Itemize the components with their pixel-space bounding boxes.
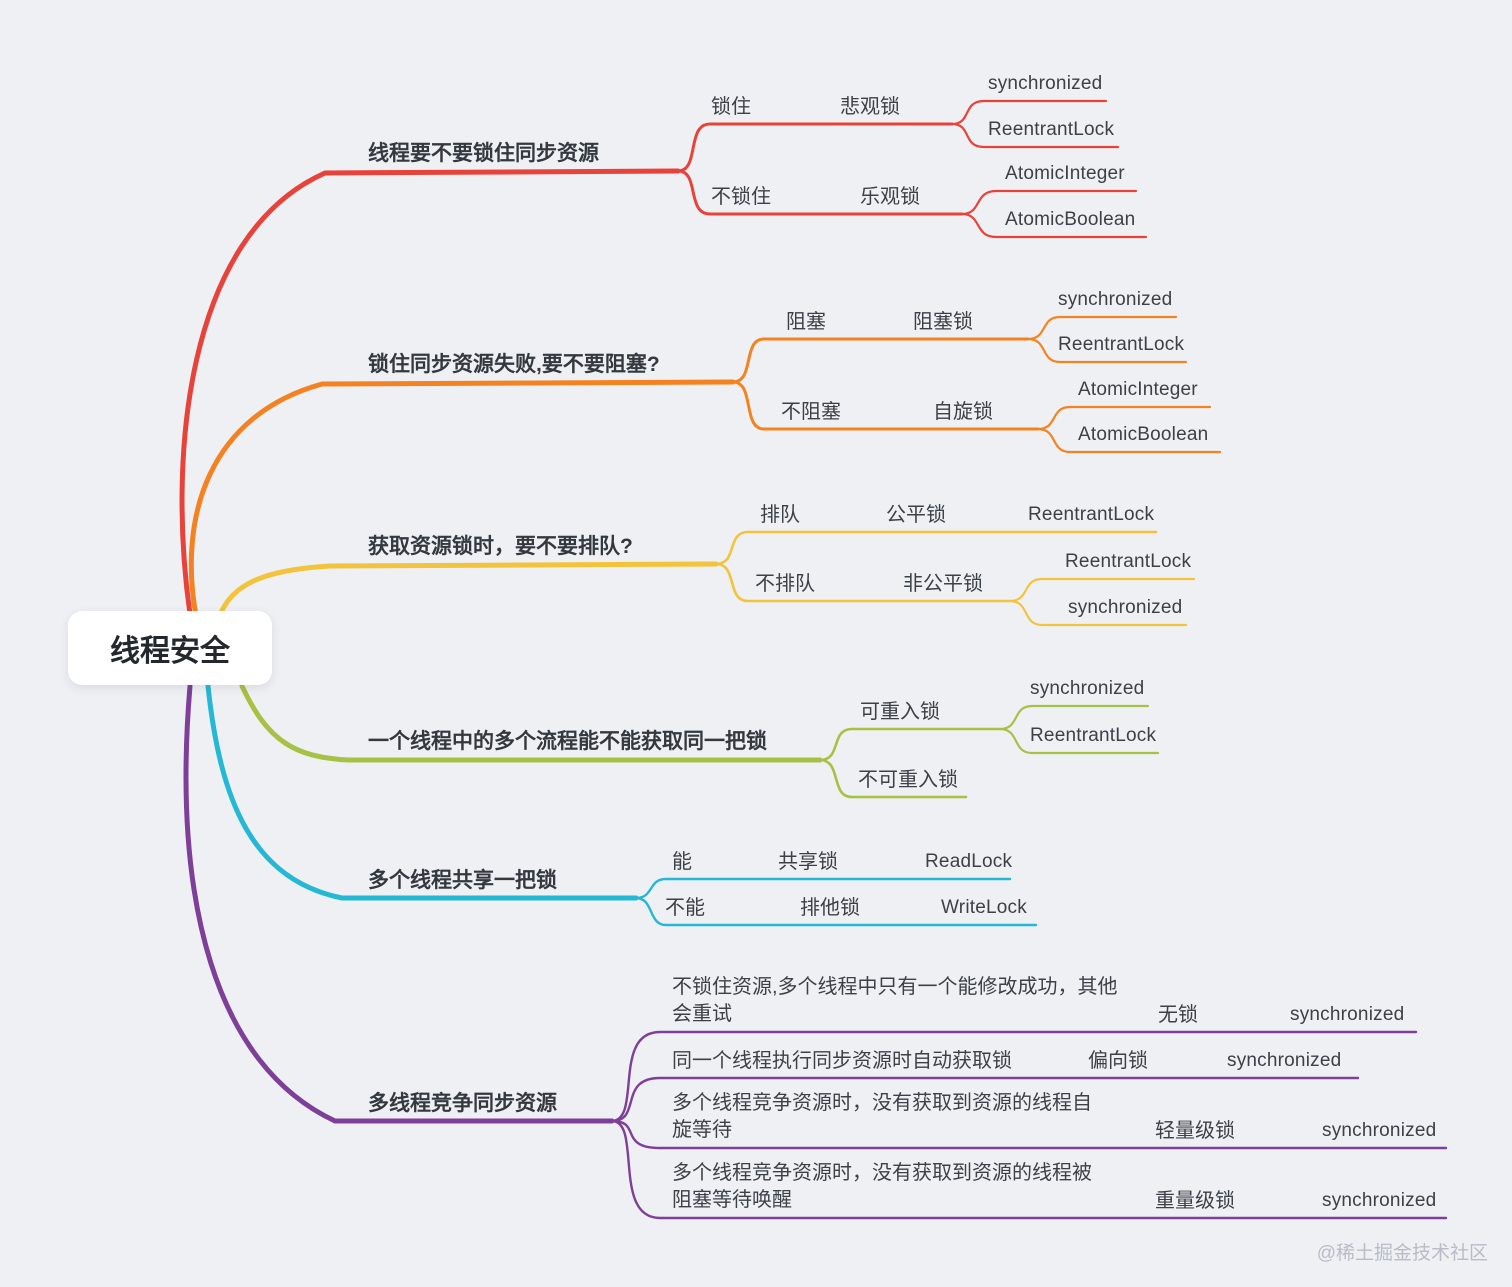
branch4-label[interactable]: 一个线程中的多个流程能不能获取同一把锁 (368, 729, 767, 753)
branch3-reentrant-line (1008, 577, 1196, 603)
branch3-label[interactable]: 获取资源锁时，要不要排队? (368, 534, 633, 558)
branch6-lightweight-sync-label[interactable]: synchronized (1322, 1120, 1437, 1142)
branch2-atomicinteger-label[interactable]: AtomicInteger (1078, 379, 1198, 401)
branch3-fairlock-label[interactable]: 公平锁 (886, 504, 946, 526)
branch4-reentrant-line (998, 727, 1160, 755)
branch2-synchronized-label[interactable]: synchronized (1058, 289, 1173, 311)
branch4-main-line (239, 683, 823, 763)
branch2-reentrant-line (1026, 337, 1188, 364)
branch6-biased-sync-label[interactable]: synchronized (1227, 1050, 1342, 1072)
branch5-readlock-label[interactable]: ReadLock (925, 851, 1013, 873)
branch6-lightweight-label[interactable]: 轻量级锁 (1155, 1120, 1235, 1142)
branch6-lightweight-desc[interactable]: 多个线程竞争资源时，没有获取到资源的线程自旋等待 (672, 1092, 1092, 1142)
branch3-noqueue-line (714, 562, 1012, 603)
branch2-sync-line (1026, 315, 1178, 341)
branch3-reentrantlock2-label[interactable]: ReentrantLock (1065, 551, 1192, 573)
branch1-pessimistic-label[interactable]: 悲观锁 (840, 96, 900, 118)
branch6-biased-label[interactable]: 偏向锁 (1088, 1050, 1148, 1072)
branch3-sync-line (1008, 599, 1188, 627)
root-label: 线程安全 (110, 635, 230, 668)
branch1-nolock-line (676, 169, 964, 216)
branch5-exclusive-line (634, 896, 1038, 927)
branch6-label[interactable]: 多线程竞争同步资源 (368, 1091, 557, 1115)
branch5-can-label[interactable]: 能 (672, 851, 692, 873)
branch3-unfairlock-label[interactable]: 非公平锁 (903, 573, 983, 595)
branch4-reentrantcat-label[interactable]: 可重入锁 (860, 701, 940, 723)
branch2-main-line (188, 379, 736, 619)
branch4-sync-line (998, 704, 1150, 731)
branch3-synchronized-label[interactable]: synchronized (1068, 597, 1183, 619)
branch6-lightweight-line (610, 1119, 1448, 1150)
branch2-block-label[interactable]: 阻塞 (786, 311, 826, 333)
branch2-blocklock-label[interactable]: 阻塞锁 (913, 311, 973, 333)
branch1-optimistic-label[interactable]: 乐观锁 (860, 186, 920, 208)
watermark: @稀土掘金技术社区 (1316, 1243, 1488, 1264)
branch1-main-line (179, 168, 681, 617)
branch3-queue-line (714, 530, 1158, 566)
branch3-main-line (217, 561, 719, 618)
branch5-writelock-label[interactable]: WriteLock (941, 897, 1027, 919)
branch6-nolock-sync-label[interactable]: synchronized (1290, 1004, 1405, 1026)
root-node[interactable]: 线程安全 (68, 611, 272, 685)
branch2-label[interactable]: 锁住同步资源失败,要不要阻塞? (368, 352, 660, 376)
branch4-reentrantcat-line (818, 727, 1002, 762)
branch4-synchronized-label[interactable]: synchronized (1030, 678, 1145, 700)
branch1-atomicint-line (960, 189, 1138, 216)
branch4-nonreentrant-label[interactable]: 不可重入锁 (858, 769, 958, 791)
branch1-lock-label[interactable]: 锁住 (711, 96, 751, 118)
branch1-atomicinteger-label[interactable]: AtomicInteger (1005, 163, 1125, 185)
branch6-main-line (183, 683, 615, 1124)
branch6-biased-line (610, 1076, 1360, 1123)
branch1-label[interactable]: 线程要不要锁住同步资源 (368, 141, 599, 165)
branch4-reentrantlock-label[interactable]: ReentrantLock (1030, 725, 1157, 747)
branch2-atomicbool-line (1036, 427, 1222, 454)
branch6-heavyweight-line (610, 1119, 1448, 1220)
branch1-reentrant-line (950, 122, 1120, 149)
branch2-block-line (731, 337, 1030, 384)
branch1-atomicbool-line (960, 212, 1148, 239)
branch2-atomicboolean-label[interactable]: AtomicBoolean (1078, 424, 1209, 446)
branch6-biased-desc[interactable]: 同一个线程执行同步资源时自动获取锁 (672, 1050, 1012, 1072)
branch4-nonreentrant-line (818, 758, 968, 799)
branch5-sharedlock-label[interactable]: 共享锁 (778, 851, 838, 873)
branch6-heavyweight-sync-label[interactable]: synchronized (1322, 1190, 1437, 1212)
branch2-noblock-label[interactable]: 不阻塞 (781, 401, 841, 423)
branch6-nolock-label[interactable]: 无锁 (1158, 1004, 1198, 1026)
branch5-share-line (634, 877, 1012, 900)
branch1-nolock-label[interactable]: 不锁住 (711, 186, 771, 208)
branch6-heavyweight-label[interactable]: 重量级锁 (1155, 1190, 1235, 1212)
branch1-reentrantlock-label[interactable]: ReentrantLock (988, 119, 1115, 141)
branch1-lock-line (676, 122, 954, 173)
branch1-atomicboolean-label[interactable]: AtomicBoolean (1005, 209, 1136, 231)
branch2-reentrantlock-label[interactable]: ReentrantLock (1058, 334, 1185, 356)
branch1-synchronized-label[interactable]: synchronized (988, 73, 1103, 95)
branch5-main-line (205, 683, 639, 901)
branch6-nolock-line (610, 1030, 1418, 1123)
branch3-queue-label[interactable]: 排队 (760, 504, 800, 526)
branch2-spinlock-label[interactable]: 自旋锁 (933, 401, 993, 423)
branch5-cannot-label[interactable]: 不能 (665, 897, 705, 919)
branch5-exclusivelock-label[interactable]: 排他锁 (800, 897, 860, 919)
branch2-noblock-line (731, 380, 1040, 431)
branch6-heavyweight-desc[interactable]: 多个线程竞争资源时，没有获取到资源的线程被阻塞等待唤醒 (672, 1162, 1092, 1212)
branch1-sync-line (950, 99, 1108, 126)
branch3-noqueue-label[interactable]: 不排队 (755, 573, 815, 595)
branch6-nolock-desc[interactable]: 不锁住资源,多个线程中只有一个能修改成功，其他会重试 (672, 976, 1118, 1026)
branch5-label[interactable]: 多个线程共享一把锁 (368, 868, 557, 892)
branch3-reentrantlock-label[interactable]: ReentrantLock (1028, 504, 1155, 526)
branch2-atomicint-line (1036, 405, 1212, 431)
